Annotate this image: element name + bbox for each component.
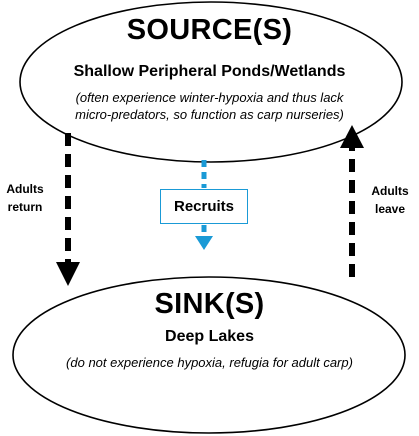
source-note-line1: (often experience winter-hypoxia and thu…	[75, 90, 344, 105]
adults-leave-arrow	[340, 125, 364, 277]
adults-leave-line2: leave	[374, 202, 406, 216]
adults-leave-label: Adults leave	[368, 182, 412, 218]
adults-return-label: Adults return	[2, 180, 48, 216]
source-subtitle: Shallow Peripheral Ponds/Wetlands	[73, 63, 346, 80]
adults-return-line2: return	[7, 200, 43, 214]
sink-note: (do not experience hypoxia, refugia for …	[66, 355, 353, 370]
sink-ellipse	[12, 276, 406, 434]
adults-return-arrow	[56, 133, 80, 286]
source-ellipse	[19, 1, 403, 163]
adults-return-line1: Adults	[6, 182, 44, 196]
sink-title: SINK(S)	[154, 288, 265, 320]
recruits-box: Recruits	[160, 189, 248, 224]
recruits-label: Recruits	[173, 198, 235, 215]
recruits-arrow	[195, 160, 213, 250]
source-note-line2: micro-predators, so function as carp nur…	[75, 107, 344, 122]
source-title: SOURCE(S)	[126, 14, 293, 46]
sink-subtitle: Deep Lakes	[165, 328, 254, 345]
adults-leave-line1: Adults	[371, 184, 409, 198]
